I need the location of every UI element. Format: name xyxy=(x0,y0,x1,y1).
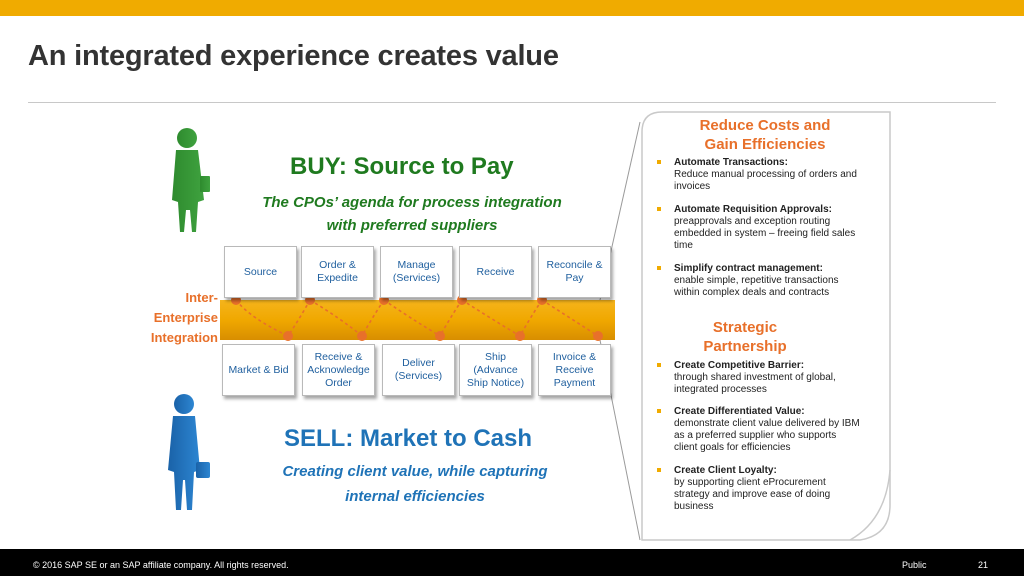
partner-item: Create Competitive Barrier:through share… xyxy=(657,360,862,396)
connector-dot xyxy=(593,331,603,341)
cost-item: Automate Requisition Approvals:preapprov… xyxy=(657,204,862,252)
step-label: Invoice & Receive Payment xyxy=(552,350,597,389)
bullet-square-icon xyxy=(657,266,661,270)
partner-item: Create Differentiated Value:demonstrate … xyxy=(657,406,862,454)
connector-arc xyxy=(541,299,599,337)
step-label: Receive & Acknowledge Order xyxy=(307,350,370,389)
partner-item: Create Client Loyalty:by supporting clie… xyxy=(657,465,862,513)
item-title: Create Differentiated Value: xyxy=(674,406,805,417)
buy-step-receive: Receive xyxy=(459,246,532,298)
copyright-text: © 2016 SAP SE or an SAP affiliate compan… xyxy=(33,560,289,570)
step-label: Reconcile & Pay xyxy=(546,259,603,284)
bullet-square-icon xyxy=(657,207,661,211)
inter-label-line: Integration xyxy=(150,330,218,345)
inter-label-line: Inter- xyxy=(185,290,219,305)
buy-step-order: Order & Expedite xyxy=(301,246,374,298)
panel-heading-costs: Reduce Costs and Gain Efficiencies xyxy=(655,116,875,154)
step-label: Manage (Services) xyxy=(392,259,441,284)
sell-step-deliver: Deliver (Services) xyxy=(382,344,455,396)
step-label: Deliver (Services) xyxy=(394,357,443,382)
item-text: Reduce manual processing of orders and i… xyxy=(674,169,857,192)
sell-step-ship: Ship (Advance Ship Notice) xyxy=(459,344,532,396)
bullet-square-icon xyxy=(657,468,661,472)
sell-title: SELL: Market to Cash xyxy=(284,425,533,452)
connector-dot xyxy=(515,331,525,341)
integration-band xyxy=(220,300,615,340)
item-title: Simplify contract management: xyxy=(674,263,823,274)
inter-label-line: Enterprise xyxy=(153,310,218,325)
step-label: Source xyxy=(243,265,278,278)
footer-bar: © 2016 SAP SE or an SAP affiliate compan… xyxy=(0,549,1024,576)
item-title: Automate Requisition Approvals: xyxy=(674,204,832,215)
seller-figure-icon xyxy=(168,394,210,510)
inter-enterprise-label: Inter- Enterprise Integration xyxy=(132,288,218,348)
classification-label: Public xyxy=(902,560,927,570)
item-title: Create Client Loyalty: xyxy=(674,465,777,476)
connector-dot xyxy=(435,331,445,341)
connector-dot xyxy=(283,331,293,341)
buy-subtitle: The CPOs’ agenda for process integration… xyxy=(226,191,598,237)
buy-subtitle-line: with preferred suppliers xyxy=(326,217,498,234)
sell-subtitle-line: Creating client value, while capturing xyxy=(282,463,548,480)
step-label: Market & Bid xyxy=(228,363,289,376)
item-text: enable simple, repetitive transactions w… xyxy=(674,275,839,298)
buy-subtitle-line: The CPOs’ agenda for process integration xyxy=(262,194,562,211)
step-label: Receive xyxy=(476,265,515,278)
panel-heading-line: Reduce Costs and xyxy=(699,117,831,134)
item-text: demonstrate client value delivered by IB… xyxy=(674,418,860,453)
item-title: Create Competitive Barrier: xyxy=(674,360,805,371)
buy-step-manage: Manage (Services) xyxy=(380,246,453,298)
panel-fold xyxy=(849,469,891,541)
top-accent-bar xyxy=(0,0,1024,16)
cost-item: Simplify contract management:enable simp… xyxy=(657,263,862,299)
sell-subtitle-line: internal efficiencies xyxy=(345,488,485,505)
item-title: Automate Transactions: xyxy=(674,157,788,168)
page-number: 21 xyxy=(978,560,989,570)
connector-arc xyxy=(383,299,441,337)
bullet-square-icon xyxy=(657,409,661,413)
sell-step-receive-order: Receive & Acknowledge Order xyxy=(302,344,375,396)
buyer-figure-icon xyxy=(172,128,210,232)
connector-arc xyxy=(235,299,289,337)
panel-heading-line: Strategic xyxy=(712,319,778,336)
buy-step-source: Source xyxy=(224,246,297,298)
bullet-square-icon xyxy=(657,160,661,164)
sell-step-invoice: Invoice & Receive Payment xyxy=(538,344,611,396)
step-label: Ship (Advance Ship Notice) xyxy=(466,350,525,389)
title-divider xyxy=(28,102,996,103)
buy-title: BUY: Source to Pay xyxy=(290,153,514,180)
item-text: through shared investment of global, int… xyxy=(674,372,836,395)
item-text: by supporting client eProcurement strate… xyxy=(674,477,831,512)
connector-arc xyxy=(461,299,521,337)
panel-heading-line: Gain Efficiencies xyxy=(704,136,826,153)
connector-dot xyxy=(357,331,367,341)
bullet-square-icon xyxy=(657,363,661,367)
panel-heading-line: Partnership xyxy=(703,338,787,355)
cost-item: Automate Transactions:Reduce manual proc… xyxy=(657,157,862,193)
step-label: Order & Expedite xyxy=(317,259,358,284)
buy-step-reconcile: Reconcile & Pay xyxy=(538,246,611,298)
slide-title: An integrated experience creates value xyxy=(28,40,559,72)
item-text: preapprovals and exception routing embed… xyxy=(674,216,856,251)
benefits-panel xyxy=(641,111,891,541)
panel-heading-partnership: Strategic Partnership xyxy=(655,318,835,356)
sell-step-market: Market & Bid xyxy=(222,344,295,396)
sell-subtitle: Creating client value, while capturing i… xyxy=(230,459,600,509)
